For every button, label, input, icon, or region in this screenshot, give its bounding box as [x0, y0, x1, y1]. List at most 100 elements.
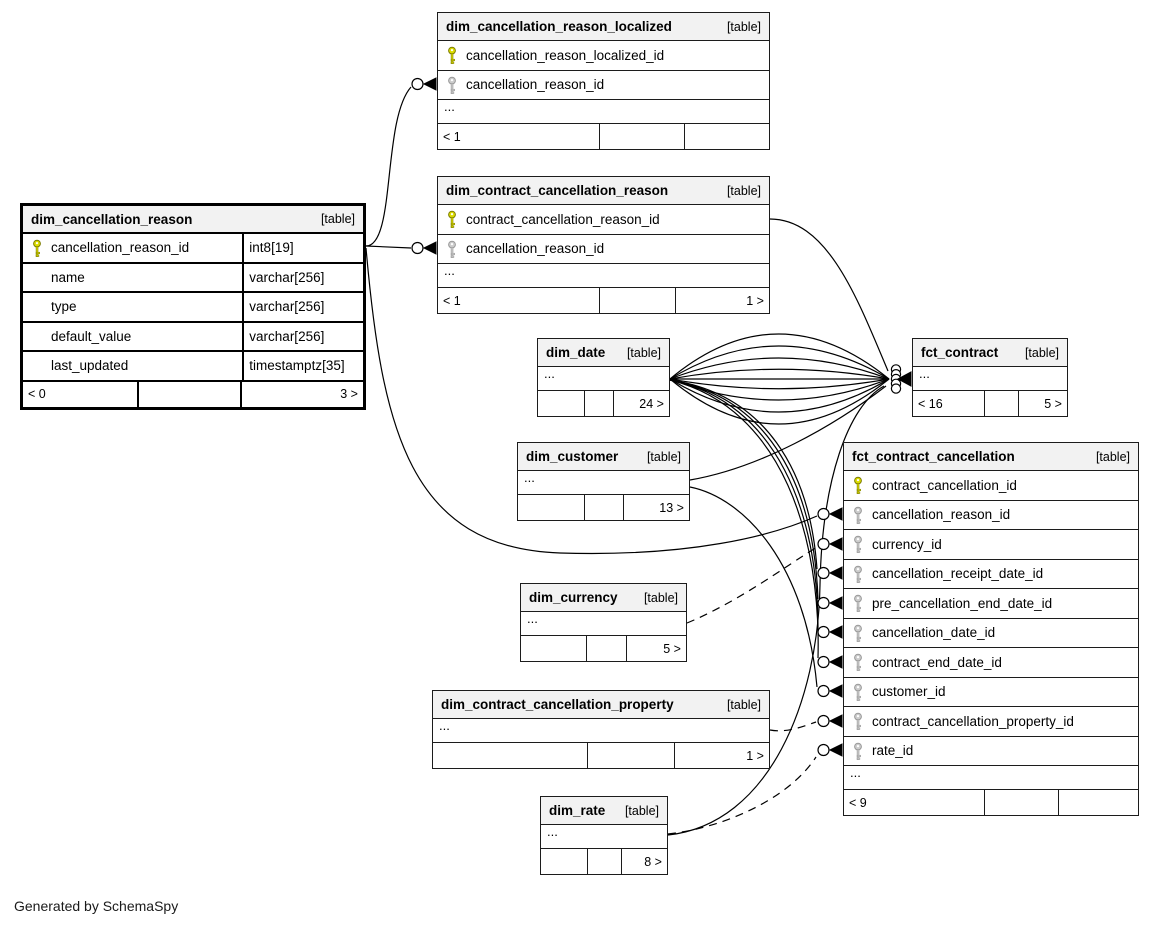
table-name[interactable]: fct_contract_cancellation	[852, 449, 1015, 464]
edge-dim_date--fct_contract	[669, 333, 890, 380]
fk-endpoint-fct_contract_cancellation-cancellation_receipt_date_id	[817, 566, 843, 580]
column-name: cancellation_reason_id	[466, 241, 605, 257]
fk-endpoint-dim_cancellation_reason_localized-cancellation_reason_id	[411, 77, 437, 91]
table-header[interactable]: dim_customer[table]	[518, 443, 689, 471]
table-name[interactable]: dim_cancellation_reason	[31, 211, 193, 227]
foreign-key-icon	[854, 653, 862, 672]
children-count: 1 >	[746, 293, 764, 308]
edge-dim_date--fct_contract	[669, 378, 890, 413]
column-name: contract_cancellation_property_id	[872, 713, 1074, 729]
column-name: contract_cancellation_id	[872, 477, 1017, 493]
column-name: pre_cancellation_end_date_id	[872, 595, 1053, 611]
more-columns-ellipsis: ...	[538, 367, 669, 391]
table-dim_currency[interactable]: dim_currency[table]...5 >	[520, 583, 687, 662]
table-footer: 13 >	[518, 495, 689, 520]
table-dim_date[interactable]: dim_date[table]...24 >	[537, 338, 670, 417]
column-name: rate_id	[872, 743, 914, 759]
table-header[interactable]: fct_contract[table]	[913, 339, 1067, 367]
table-header[interactable]: dim_date [table]	[538, 339, 669, 367]
table-dim_cancellation_reason[interactable]: dim_cancellation_reason [table] cancellati…	[20, 203, 366, 410]
column-name: customer_id	[872, 684, 946, 700]
table-tag: [table]	[643, 590, 678, 605]
column-name: last_updated	[51, 358, 129, 374]
edge-dim_contract_cancellation_property--fct_contract_cancellation.contract_cancellation_property_id	[769, 721, 817, 732]
column-type: timestamptz[35]	[242, 352, 363, 380]
table-name[interactable]: dim_rate	[549, 803, 606, 818]
foreign-key-icon	[854, 742, 862, 760]
fk-endpoint-fct_contract_cancellation-cancellation_reason_id	[817, 507, 843, 521]
table-fct_contract_cancellation[interactable]: fct_contract_cancellation[table] contract…	[843, 442, 1139, 816]
table-header[interactable]: dim_cancellation_reason [table]	[23, 206, 363, 234]
table-dim_cancellation_reason_localized[interactable]: dim_cancellation_reason_localized [table]…	[437, 12, 770, 150]
table-dim_contract_cancellation_reason[interactable]: dim_contract_cancellation_reason[table]c…	[437, 176, 770, 314]
parents-count: < 1	[438, 124, 601, 149]
table-name[interactable]: dim_date	[546, 345, 606, 360]
foreign-key-icon-slot	[852, 565, 864, 583]
table-footer: < 1 1 >	[438, 288, 769, 313]
table-tag: [table]	[726, 19, 761, 34]
table-header[interactable]: dim_contract_cancellation_reason[table]	[438, 177, 769, 205]
foreign-key-icon	[854, 565, 862, 583]
parents-count: < 0	[23, 381, 139, 407]
more-columns-ellipsis: ...	[438, 100, 769, 124]
table-footer: 5 >	[521, 636, 686, 661]
table-dim_rate[interactable]: dim_rate[table]...8 >	[540, 796, 668, 875]
table-footer: < 1	[438, 124, 769, 149]
column-row-cancellation_date_id: cancellation_date_id	[844, 619, 1138, 648]
table-tag: [table]	[320, 212, 355, 226]
column-row-cancellation_reason_id: cancellation_reason_id	[438, 71, 769, 100]
foreign-key-icon-slot	[852, 653, 864, 672]
edge-dim_date--fct_contract_cancellation.cancellation_receipt_date_id	[669, 379, 818, 570]
foreign-key-icon-slot	[852, 683, 864, 701]
column-name: cancellation_reason_id	[51, 240, 190, 256]
table-name[interactable]: dim_customer	[526, 449, 619, 464]
column-name: contract_end_date_id	[872, 654, 1002, 670]
more-columns-ellipsis: ...	[541, 825, 667, 849]
children-count: 5 >	[663, 641, 681, 656]
table-tag: [table]	[626, 345, 661, 360]
table-name[interactable]: dim_contract_cancellation_property	[441, 697, 674, 712]
parents-count: < 1	[438, 288, 601, 313]
column-row-cancellation_reason_id: cancellation_reason_id	[438, 235, 769, 264]
column-row-currency_id: currency_id	[844, 530, 1138, 560]
table-header[interactable]: dim_contract_cancellation_property [table…	[433, 691, 769, 719]
table-dim_customer[interactable]: dim_customer[table]...13 >	[517, 442, 690, 521]
table-tag: [table]	[726, 697, 761, 712]
column-row-cancellation_reason_id: cancellation_reason_id	[844, 501, 1138, 530]
table-name[interactable]: dim_currency	[529, 590, 618, 605]
column-name: cancellation_reason_id	[872, 507, 1011, 523]
key-icon-slot-empty	[31, 357, 43, 375]
children-count: 13 >	[659, 500, 684, 515]
edge-dim_cancellation_reason--dim_cancellation_reason_localized.cancellation_reason_id	[365, 86, 412, 247]
foreign-key-icon	[854, 624, 862, 642]
edge-dim_date--fct_contract	[669, 378, 890, 425]
column-row-cancellation_receipt_date_id: cancellation_receipt_date_id	[844, 560, 1138, 589]
edge-dim_date--fct_contract_cancellation.contract_end_date_id	[669, 379, 819, 659]
table-header[interactable]: dim_rate[table]	[541, 797, 667, 825]
footer-spacer	[985, 790, 1060, 815]
fk-endpoint-fct_contract	[890, 364, 912, 394]
column-name: contract_cancellation_reason_id	[466, 211, 660, 227]
edge-dim_customer--fct_contract_cancellation.customer_id	[689, 486, 818, 688]
foreign-key-icon-slot	[446, 240, 458, 258]
foreign-key-icon-slot	[446, 76, 458, 94]
fk-endpoint-fct_contract_cancellation-pre_cancellation_end_date_id	[817, 596, 843, 610]
footer-spacer	[985, 391, 1020, 416]
foreign-key-icon	[854, 594, 862, 613]
table-name[interactable]: dim_cancellation_reason_localized	[446, 19, 672, 34]
fk-endpoint-fct_contract_cancellation-cancellation_date_id	[817, 625, 843, 639]
more-columns-ellipsis: ...	[913, 367, 1067, 391]
table-name[interactable]: fct_contract	[921, 345, 999, 360]
footer-spacer	[588, 849, 622, 874]
table-header[interactable]: dim_cancellation_reason_localized [table]	[438, 13, 769, 41]
children-count: 5 >	[1044, 396, 1062, 411]
table-dim_contract_cancellation_property[interactable]: dim_contract_cancellation_property [table…	[432, 690, 770, 769]
table-header[interactable]: fct_contract_cancellation[table]	[844, 443, 1138, 471]
table-name[interactable]: dim_contract_cancellation_reason	[446, 183, 669, 198]
column-row-cancellation_reason_localized_id: cancellation_reason_localized_id	[438, 41, 769, 71]
table-header[interactable]: dim_currency [table]	[521, 584, 686, 612]
